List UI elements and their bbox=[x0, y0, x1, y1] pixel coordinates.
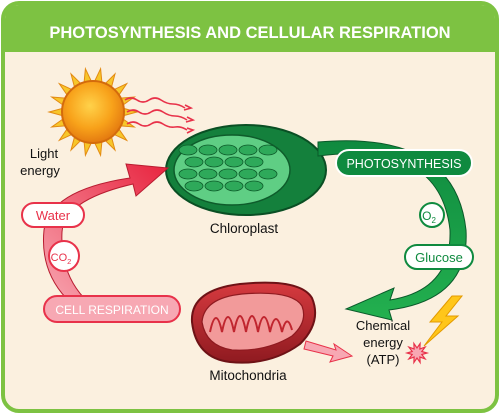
light-ray-arrows bbox=[124, 97, 196, 134]
thylakoid-stack bbox=[258, 168, 278, 180]
thylakoid-stack bbox=[198, 168, 218, 180]
chemical-energy-label-1: Chemical bbox=[356, 318, 410, 333]
svg-text:CO2: CO2 bbox=[51, 252, 72, 266]
thylakoid-stack bbox=[218, 144, 238, 156]
thylakoid-stack bbox=[258, 144, 278, 156]
glucose-label: Glucose bbox=[415, 250, 463, 265]
thylakoid-stack bbox=[244, 180, 264, 192]
cell-respiration-label: CELL RESPIRATION bbox=[55, 303, 168, 317]
mitochondria-label: Mitochondria bbox=[209, 368, 287, 383]
thylakoid-stack bbox=[244, 156, 264, 168]
photosynthesis-badge: PHOTOSYNTHESIS bbox=[335, 149, 473, 177]
o2-bubble: O2 bbox=[419, 202, 445, 228]
chloroplast-label: Chloroplast bbox=[210, 221, 279, 236]
water-label: Water bbox=[36, 208, 71, 223]
thylakoid-stack bbox=[178, 168, 198, 180]
o2-sub: 2 bbox=[431, 216, 436, 225]
page-title: PHOTOSYNTHESIS AND CELLULAR RESPIRATION bbox=[49, 24, 450, 42]
svg-text:O2: O2 bbox=[422, 209, 436, 225]
thylakoid-stack bbox=[218, 168, 238, 180]
chemical-energy-label-2: energy bbox=[363, 335, 403, 350]
photosynthesis-label: PHOTOSYNTHESIS bbox=[346, 157, 461, 171]
light-energy-label-2: energy bbox=[20, 163, 60, 178]
thylakoid-stack bbox=[178, 144, 198, 156]
thylakoid-stack bbox=[184, 156, 204, 168]
chemical-energy-label-3: (ATP) bbox=[367, 352, 400, 367]
chloroplast-icon bbox=[165, 124, 327, 216]
water-badge: Water bbox=[21, 202, 85, 228]
sun-icon bbox=[47, 66, 139, 158]
burst-icon bbox=[404, 341, 430, 365]
title-bar bbox=[5, 5, 495, 52]
glucose-badge: Glucose bbox=[404, 244, 474, 270]
atp-arrow bbox=[303, 340, 354, 363]
lightning-icon bbox=[423, 295, 464, 347]
thylakoid-stack bbox=[204, 156, 224, 168]
thylakoid-stack bbox=[184, 180, 204, 192]
thylakoid-stack bbox=[198, 144, 218, 156]
thylakoid-stack bbox=[238, 144, 258, 156]
thylakoid-stack bbox=[224, 156, 244, 168]
co2-main: CO bbox=[51, 252, 68, 264]
thylakoid-stack bbox=[204, 180, 224, 192]
o2-main: O bbox=[422, 209, 431, 223]
thylakoid-stack bbox=[238, 168, 258, 180]
thylakoid-stack bbox=[224, 180, 244, 192]
mitochondria-icon bbox=[190, 281, 316, 364]
co2-bubble: CO2 bbox=[48, 240, 80, 272]
light-energy-label-1: Light bbox=[30, 146, 59, 161]
cell-respiration-badge: CELL RESPIRATION bbox=[43, 295, 181, 323]
co2-sub: 2 bbox=[67, 257, 71, 266]
